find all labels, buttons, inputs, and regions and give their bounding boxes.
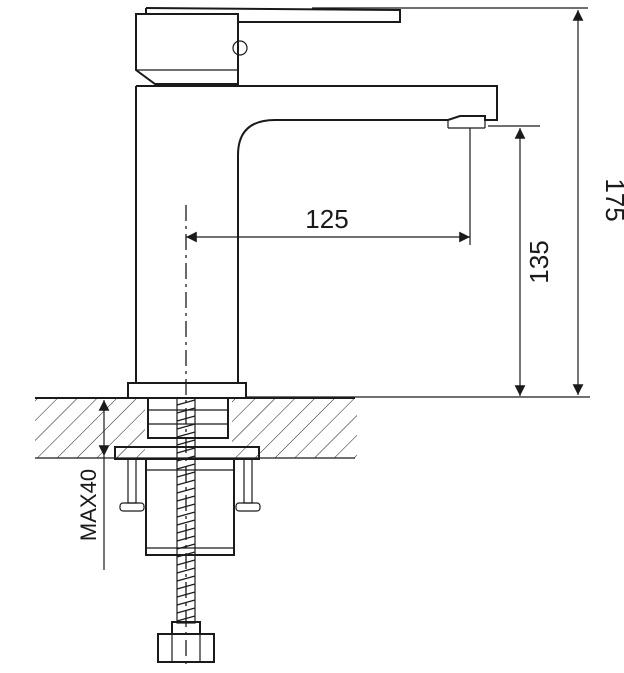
countertop-section <box>35 397 357 459</box>
mounting-hardware <box>114 397 261 663</box>
dim-135-label: 135 <box>524 240 554 283</box>
dim-175-label: 175 <box>600 178 624 221</box>
faucet-body <box>127 85 498 399</box>
dimension-total-height: 175 <box>247 7 624 398</box>
dimension-spout-height: 135 <box>488 125 554 396</box>
dim-125-label: 125 <box>305 204 348 234</box>
lever-handle <box>135 7 401 85</box>
dimension-spout-reach: 125 <box>186 128 471 245</box>
dimension-deck-thickness: MAX40 <box>76 400 110 570</box>
dim-max40-label: MAX40 <box>76 469 101 541</box>
